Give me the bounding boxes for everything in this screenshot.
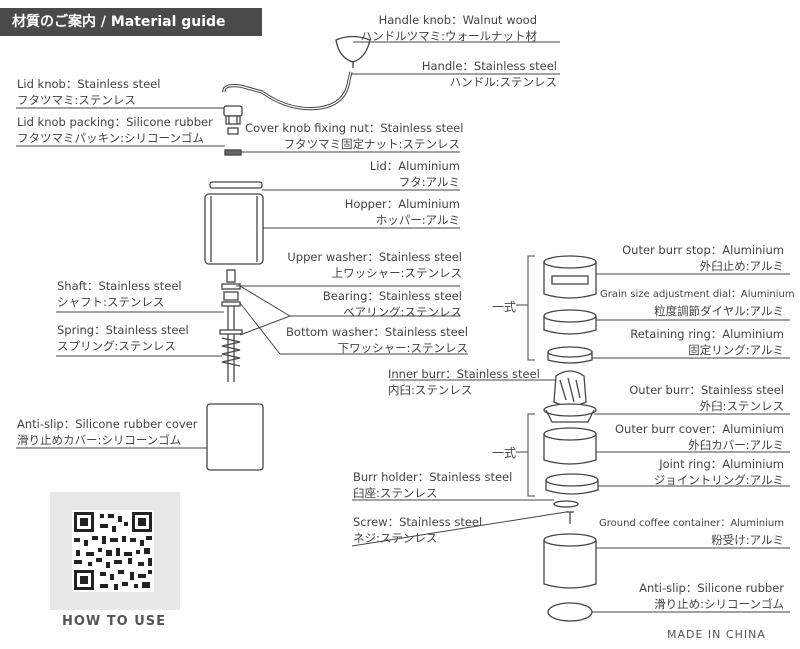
retaining-ring-part — [547, 346, 593, 364]
handle-knob-part — [335, 35, 371, 68]
label-outer-burr-cover: Outer burr cover：Aluminium 外臼カバー:アルミ — [615, 422, 784, 452]
label-anti-slip-cover: Anti-slip：Silicone rubber cover 滑り止めカバー:… — [17, 417, 198, 447]
label-burr-holder: Burr holder：Stainless steel 臼座:ステンレス — [353, 470, 513, 500]
made-in-label: MADE IN CHINA — [667, 628, 766, 641]
anti-slip-cover-part — [206, 403, 264, 471]
ground-container-part — [543, 533, 597, 589]
label-inner-burr: Inner burr：Stainless steel 内臼:ステンレス — [388, 367, 540, 397]
label-lid-knob-packing: Lid knob packing：Silicone rubber フタツマミパッ… — [17, 115, 213, 145]
outer-burr-stop-part — [543, 255, 597, 299]
joint-ring-part — [545, 473, 599, 495]
burr-holder-part — [553, 500, 579, 508]
label-bottom-washer: Bottom washer：Stainless steel 下ワッシャー:ステン… — [286, 325, 468, 355]
grain-dial-part — [543, 309, 597, 335]
inner-burr-part — [553, 370, 587, 407]
leader-lines-right — [351, 273, 790, 613]
fixing-nut-part — [224, 149, 242, 156]
label-cover-knob-nut: Cover knob fixing nut：Stainless steel フタ… — [245, 121, 464, 151]
label-upper-washer: Upper washer：Stainless steel 上ワッシャー:ステンレ… — [287, 250, 462, 280]
label-retaining-ring: Retaining ring：Aluminium 固定リング:アルミ — [630, 327, 784, 357]
screw-part — [566, 511, 574, 524]
label-anti-slip: Anti-slip：Silicone rubber 滑り止め:シリコーンゴム — [639, 581, 784, 611]
outer-burr-cover-part — [543, 427, 597, 465]
hopper-part — [204, 193, 264, 265]
set-brackets — [516, 255, 535, 497]
label-hopper: Hopper：Aluminium ホッパー:アルミ — [344, 197, 460, 227]
label-grain-size-dial: Grain size adjustment dial：Aluminium 粒度調… — [600, 289, 795, 318]
shaft-part — [219, 269, 243, 382]
outer-burr-part — [543, 403, 597, 423]
how-to-use-label: HOW TO USE — [62, 614, 167, 629]
set-mark-top: 一式 — [492, 300, 517, 314]
set-mark-bottom: 一式 — [492, 446, 517, 460]
label-spring: Spring：Stainless steel スプリング:ステンレス — [57, 323, 189, 353]
label-lid: Lid：Aluminium フタ:アルミ — [369, 159, 460, 189]
label-shaft: Shaft：Stainless steel シャフト:ステンレス — [57, 279, 182, 309]
anti-slip-bottom-part — [547, 602, 593, 622]
qr-code-panel — [50, 492, 180, 610]
label-outer-burr: Outer burr：Stainless steel 外臼:ステンレス — [629, 383, 784, 413]
label-joint-ring: Joint ring：Aluminium ジョイントリング:アルミ — [653, 457, 784, 487]
label-screw: Screw：Stainless steel ネジ:ステンレス — [353, 515, 483, 545]
label-ground-container: Ground coffee container：Aluminium 粉受け:アル… — [598, 518, 784, 547]
label-handle: Handle：Stainless steel ハンドル:ステンレス — [421, 59, 557, 89]
lid-part — [209, 181, 263, 189]
qr-code-icon[interactable] — [50, 492, 180, 610]
page-title: 材質のご案内 / Material guide — [0, 8, 262, 36]
label-handle-knob: Handle knob：Walnut wood ハンドルツマミ:ウォールナット材 — [360, 13, 537, 43]
label-bearing: Bearing：Stainless steel ベアリング:ステンレス — [322, 289, 462, 319]
handle-part — [222, 71, 353, 111]
lid-knob-part — [223, 105, 243, 135]
leader-lines-left — [16, 41, 560, 449]
label-lid-knob: Lid knob：Stainless steel フタツマミ:ステンレス — [17, 77, 161, 107]
label-outer-burr-stop: Outer burr stop：Aluminium 外臼止め:アルミ — [622, 243, 784, 273]
